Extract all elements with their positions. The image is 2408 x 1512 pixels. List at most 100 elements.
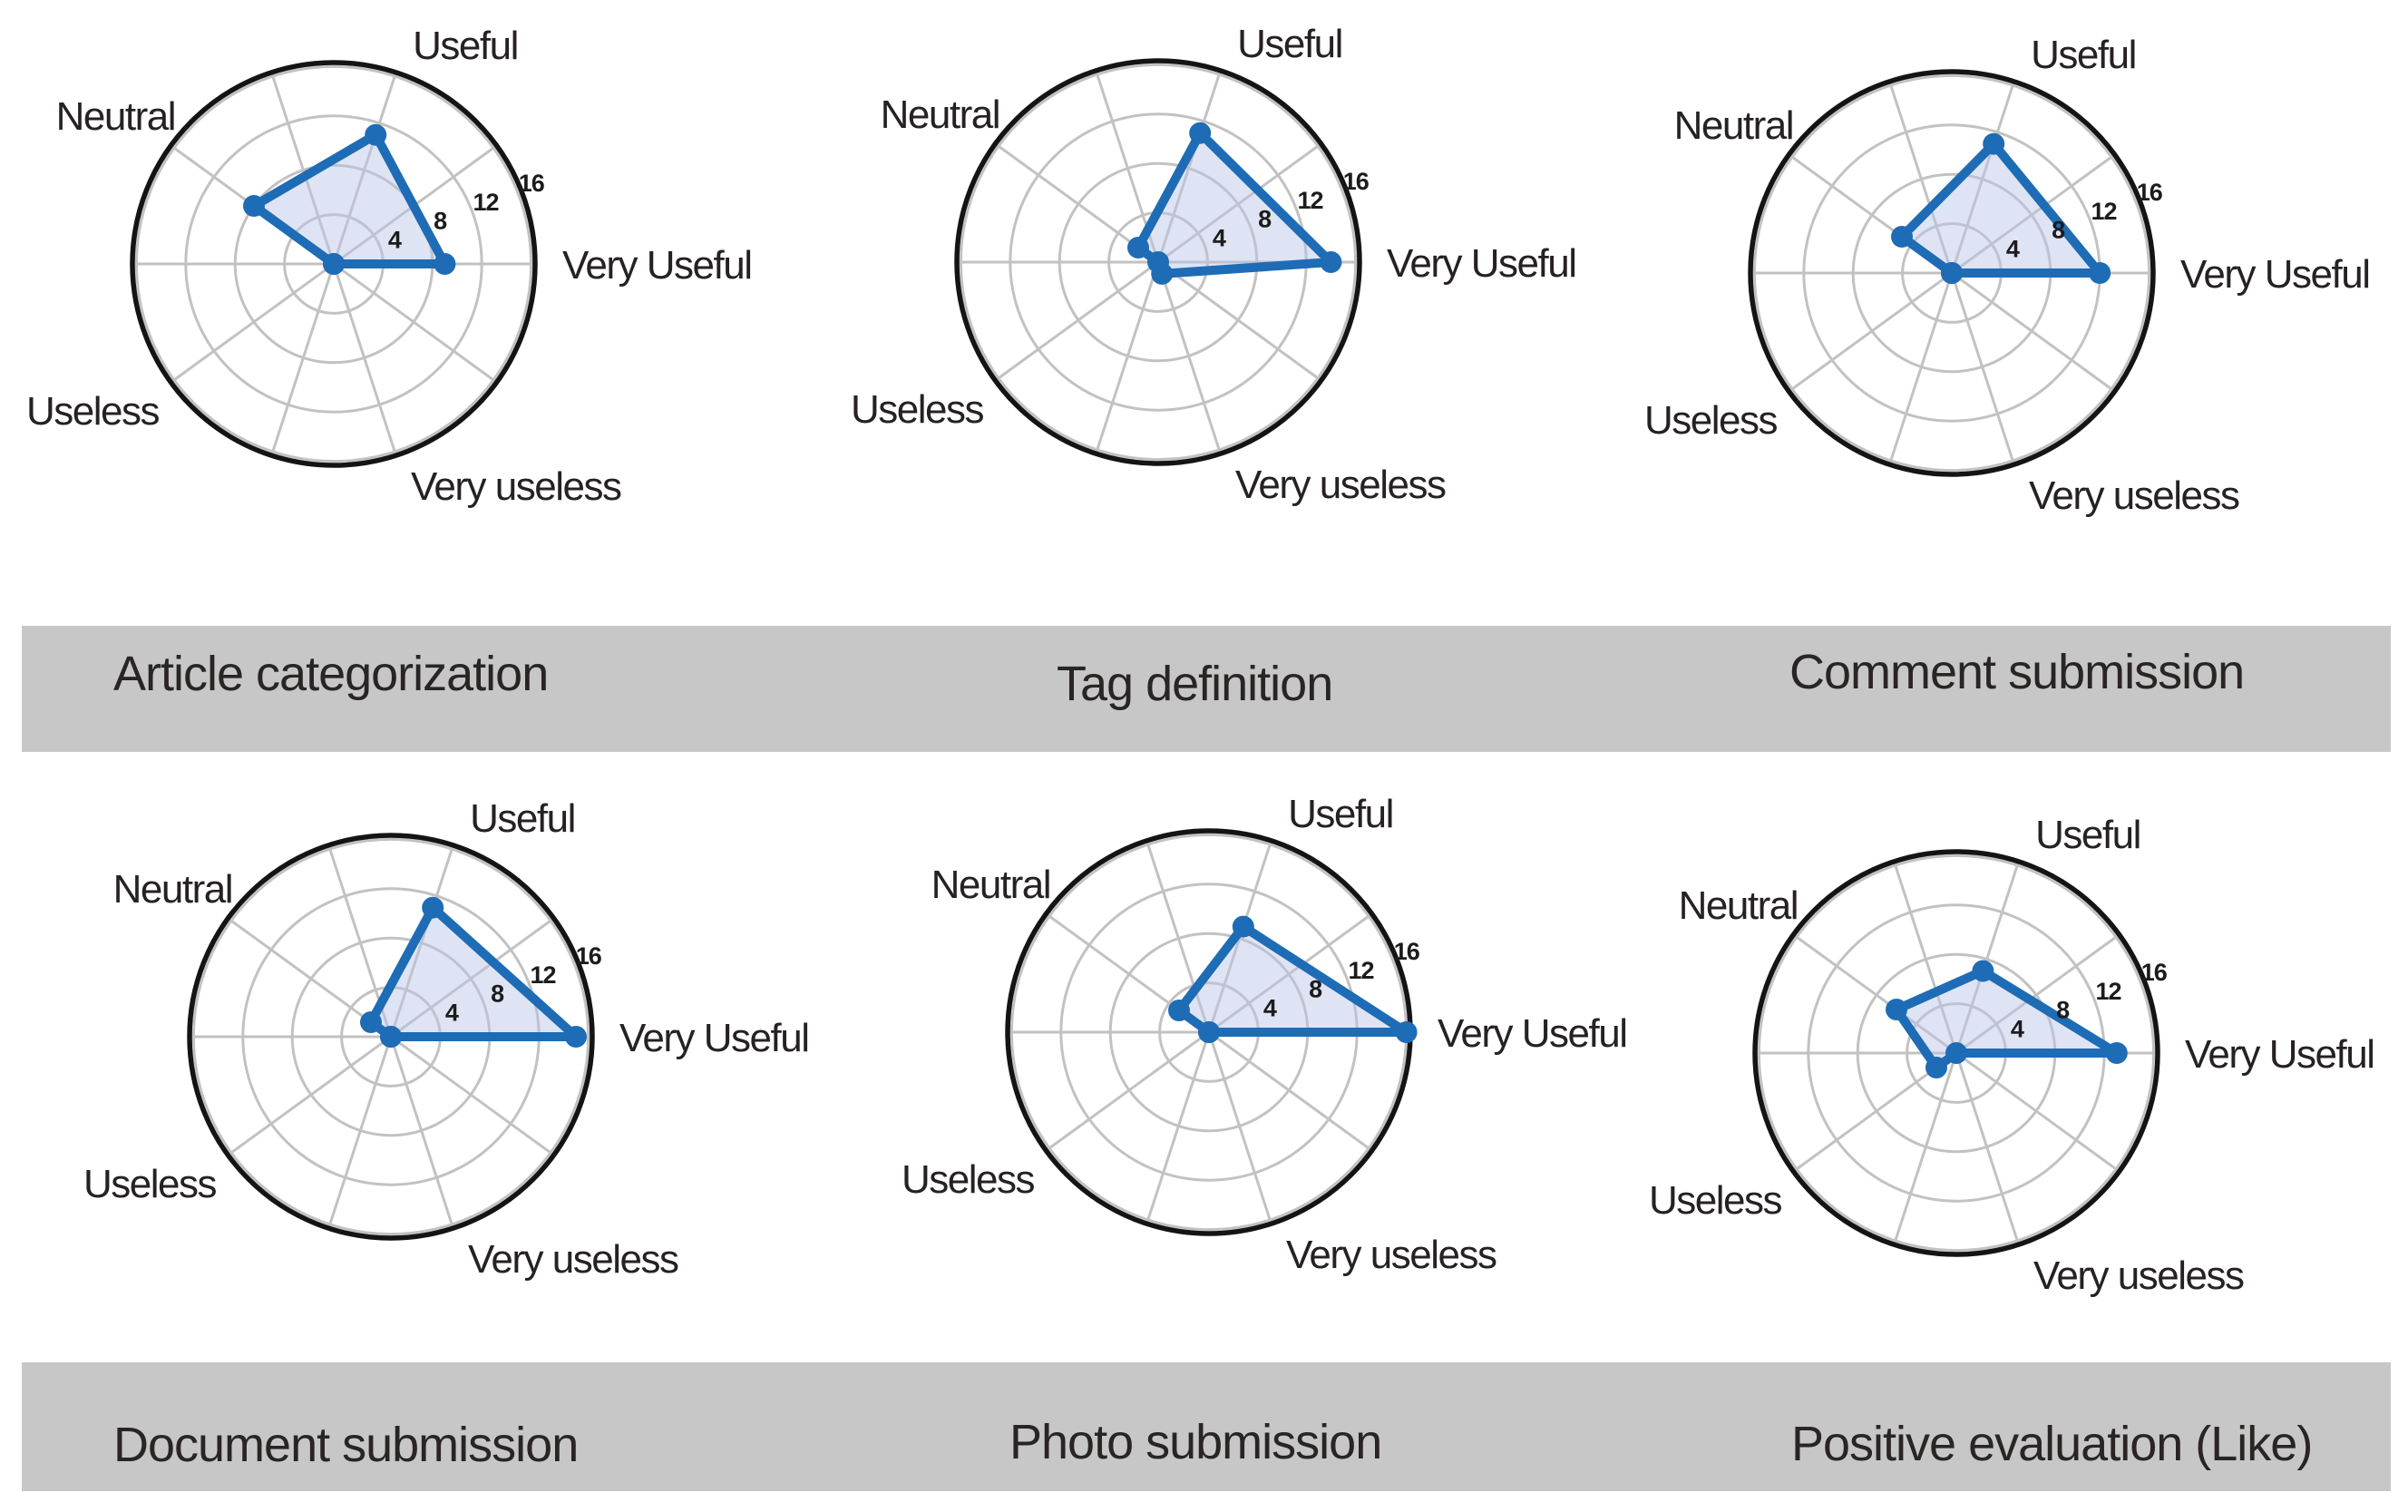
radar-data-polygon [1897, 139, 2105, 278]
banner-bottom-row: Document submission Photo submission Pos… [22, 1362, 2391, 1491]
radar-spoke [1792, 933, 2120, 1173]
radar-vertex-dot [422, 896, 444, 919]
radar-tick-label: 16 [519, 170, 545, 197]
radar-axis-label-very-useless: Very useless [2033, 1253, 2244, 1298]
radar-vertex-dot [323, 253, 345, 275]
radar-tick-label: 12 [473, 189, 498, 216]
radar-vertex-dot [1147, 251, 1169, 273]
chart-title-tag-definition: Tag definition [1057, 657, 1333, 711]
chart-title-photo-submission: Photo submission [1009, 1415, 1382, 1469]
radar-vertex-dot [1983, 132, 2005, 155]
radar-axis-label-neutral: Neutral [1679, 883, 1798, 928]
radar-grid-ring [1158, 981, 1260, 1083]
radar-vertex-dot [565, 1026, 587, 1048]
radar-vertex-dot [243, 195, 265, 217]
radar-grid-ring [1851, 172, 2052, 374]
radar-spoke [327, 844, 455, 1229]
radar-vertex-dot [1941, 262, 1963, 284]
radar-vertex-dot [1151, 262, 1174, 285]
radar-grid-ring [290, 936, 492, 1137]
radar-grid-ring [1059, 883, 1359, 1182]
radar-grid-ring [1856, 952, 2057, 1154]
radar-spoke [269, 72, 398, 456]
radar-grid-ring [1906, 1002, 2007, 1104]
radar-grid-ring [1009, 112, 1308, 412]
radar-spoke [1788, 153, 2116, 393]
chart-title-document-submission: Document submission [113, 1418, 579, 1472]
radar-spoke [227, 917, 555, 1156]
radar-grid-ring [1058, 161, 1259, 363]
radar-spoke [994, 142, 1322, 382]
radar-axis-label-useless: Useless [1644, 398, 1777, 443]
radar-spoke [1892, 861, 2021, 1245]
radar-vertex-dot [1320, 251, 1342, 273]
radar-axis-label-neutral: Neutral [881, 93, 999, 137]
banner-top-row: Article categorization Tag definition Co… [22, 626, 2391, 752]
chart-title-positive-evaluation-like: Positive evaluation (Like) [1791, 1417, 2313, 1471]
radar-grid-ring [241, 887, 541, 1186]
radar-tick-label: 4 [1263, 994, 1277, 1021]
radar-spoke [1892, 861, 2021, 1245]
radar-spoke [1145, 840, 1273, 1224]
radar-vertex-dot [1168, 1000, 1190, 1021]
radar-grid-ring [340, 986, 442, 1088]
radar-outline [130, 60, 538, 468]
radar-spoke [1887, 81, 2016, 465]
radar-vertex-dot [434, 253, 456, 275]
radar-data-polygon [1175, 922, 1411, 1037]
radar-spoke [170, 144, 498, 384]
radar-tick-label: 12 [1348, 957, 1373, 984]
radar-vertex-dot [1232, 915, 1254, 938]
radar-spoke [1094, 70, 1223, 454]
radar-axis-label-very-useful: Very Useful [619, 1016, 808, 1060]
radar-tick-label: 8 [1309, 976, 1322, 1003]
radar-axis-label-very-useless: Very useless [411, 464, 621, 509]
radar-grid-ring [283, 213, 385, 315]
radar-spoke [1887, 81, 2016, 465]
radar-axis-label-useless: Useless [851, 387, 983, 432]
radar-spoke [1788, 153, 2116, 393]
radar-vertex-dot [380, 1026, 402, 1048]
radar-data-polygon [366, 902, 580, 1041]
radar-spoke [1045, 912, 1373, 1152]
radar-axis-label-very-useful: Very Useful [2180, 252, 2369, 297]
radar-vertex-dot [360, 1011, 382, 1033]
radar-vertex-dot [365, 123, 387, 146]
radar-axis-label-useful: Useful [2035, 813, 2140, 857]
radar-tick-label: 12 [530, 961, 555, 989]
radar-axis-label-very-useful: Very Useful [562, 243, 751, 288]
radar-outline [187, 833, 595, 1241]
radar-tick-label: 12 [2095, 978, 2120, 1005]
radar-axis-label-very-useful: Very Useful [1387, 241, 1575, 286]
radar-vertex-dot [1972, 960, 1994, 982]
radar-vertex-dot [1127, 237, 1149, 259]
radar-vertex-dot [1198, 1021, 1220, 1043]
radar-grid-ring [959, 63, 1358, 462]
radar-grid-ring [1802, 123, 2101, 423]
radar-tick-label: 4 [1213, 224, 1226, 251]
radar-grid-ring [191, 837, 590, 1236]
radar-vertex-dot [2105, 1042, 2128, 1064]
radar-data-polygon [1892, 966, 2121, 1072]
radar-vertex-dot [2089, 262, 2111, 284]
radar-axis-label-very-useless: Very useless [2029, 473, 2239, 518]
radar-spoke [1145, 840, 1273, 1224]
radar-grid-ring [1901, 222, 2003, 324]
radar-vertex-dot [323, 253, 345, 275]
radar-spoke [994, 142, 1322, 382]
radar-grid-ring [134, 64, 533, 463]
radar-grid-ring [233, 163, 434, 365]
radar-grid-ring [1107, 211, 1209, 313]
radar-tick-label: 12 [2091, 198, 2116, 225]
radar-tick-label: 16 [576, 942, 602, 970]
radar-spoke [1094, 70, 1223, 454]
radar-grid-ring [1807, 903, 2106, 1203]
radar-axis-label-useless: Useless [83, 1162, 216, 1206]
radar-spoke [269, 72, 398, 456]
radar-vertex-dot [1189, 122, 1212, 144]
